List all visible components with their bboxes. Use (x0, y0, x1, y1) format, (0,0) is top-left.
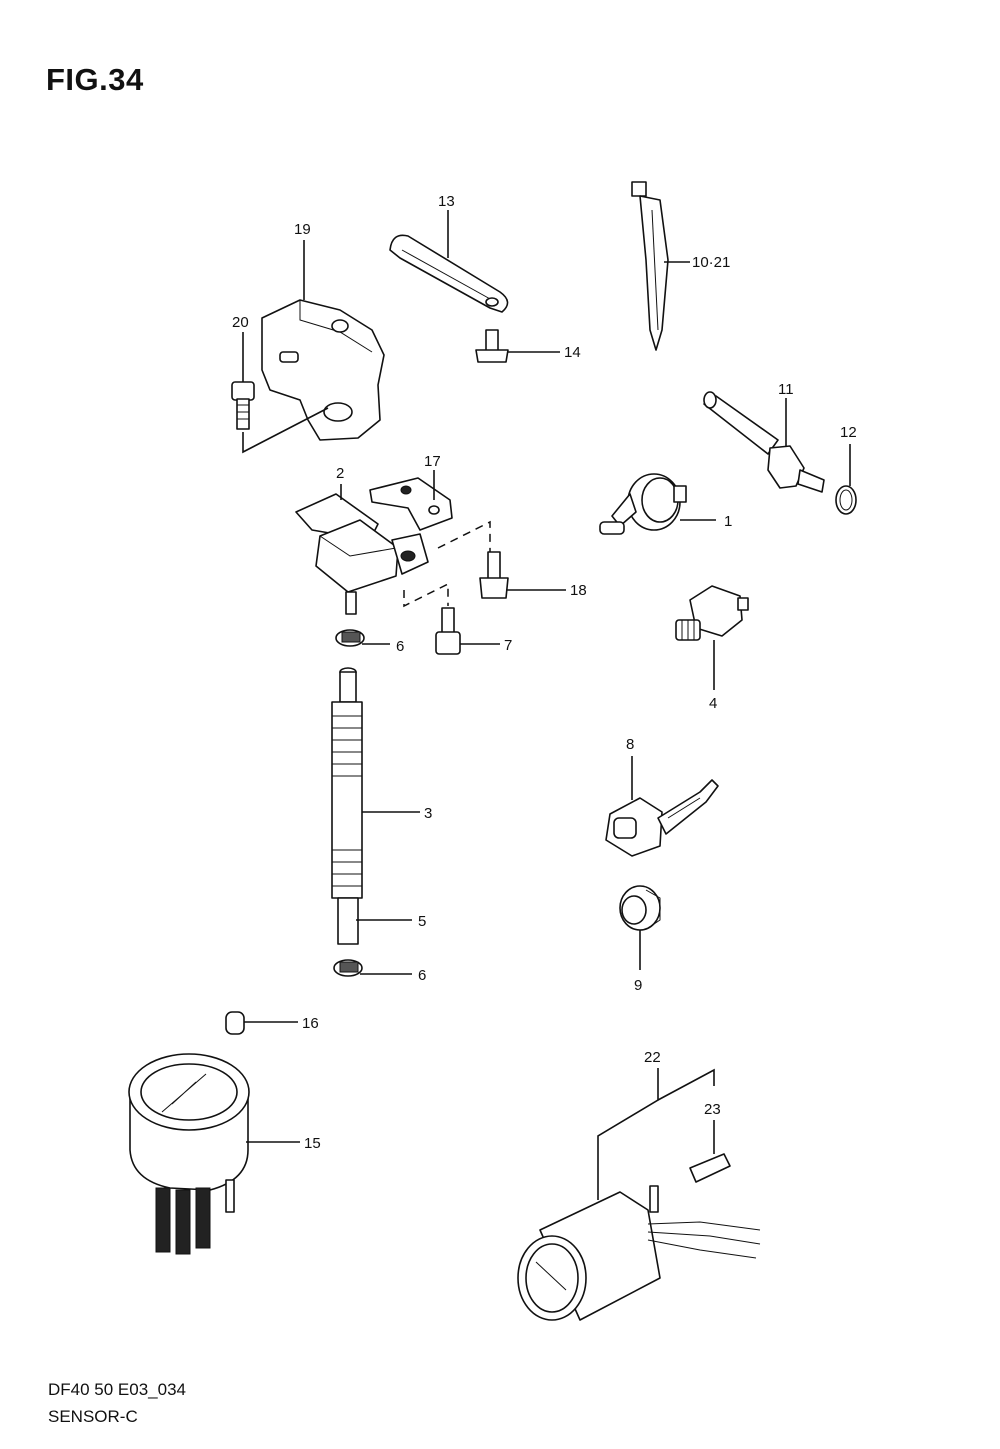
callout-7: 7 (504, 637, 512, 654)
callout-23: 23 (704, 1101, 721, 1118)
leader-20-19 (242, 407, 329, 454)
callout-22: 22 (644, 1049, 661, 1066)
part-6-clamp-upper[interactable] (335, 629, 365, 647)
figure-title: FIG.34 (46, 62, 144, 97)
callout-18: 18 (570, 582, 587, 599)
callout-9: 9 (634, 977, 642, 994)
callout-4: 4 (709, 695, 717, 712)
callout-6b: 6 (418, 967, 426, 984)
callout-6a: 6 (396, 638, 404, 655)
callout-5: 5 (418, 913, 426, 930)
callout-2: 2 (336, 465, 344, 482)
callout-17: 17 (424, 453, 441, 470)
guide-17-18 (437, 520, 491, 552)
part-9-grommet[interactable] (619, 885, 661, 931)
part-2-sensor[interactable] (295, 493, 429, 615)
part-3-hose[interactable] (331, 667, 363, 899)
callout-3: 3 (424, 805, 432, 822)
callout-20: 20 (232, 314, 249, 331)
part-1-sensor[interactable] (599, 473, 687, 535)
part-8-connector[interactable] (605, 779, 719, 857)
part-16-bulb[interactable] (225, 1011, 245, 1035)
part-11-sensor[interactable] (703, 391, 825, 493)
part-20-bolt[interactable] (231, 381, 255, 430)
part-17-bracket[interactable] (369, 477, 453, 531)
part-12-o-ring[interactable] (835, 485, 857, 515)
callout-12: 12 (840, 424, 857, 441)
callout-1: 1 (724, 513, 732, 530)
part-4-sensor[interactable] (675, 585, 749, 641)
callout-13: 13 (438, 193, 455, 210)
callout-16: 16 (302, 1015, 319, 1032)
figure-code: DF40 50 E03_034 (48, 1380, 186, 1399)
leader-22-bulb (657, 1068, 715, 1101)
callout-11: 11 (778, 381, 794, 398)
leader-22-gauge (597, 1068, 659, 1200)
part-13-strap[interactable] (389, 234, 509, 313)
figure-name: SENSOR-C (48, 1407, 138, 1426)
guide-2-7 (403, 582, 449, 608)
part-14-bolt[interactable] (475, 329, 509, 363)
part-22-gauge[interactable] (517, 1185, 761, 1321)
callout-14: 14 (564, 344, 581, 361)
part-23-bulb[interactable] (689, 1153, 731, 1183)
callout-15: 15 (304, 1135, 321, 1152)
callout-10-21: 10·21 (692, 254, 730, 271)
part-7-bolt[interactable] (435, 607, 461, 655)
callout-19: 19 (294, 221, 311, 238)
part-6-clamp-lower[interactable] (333, 959, 363, 977)
part-5-hose-end[interactable] (337, 897, 359, 945)
callout-8: 8 (626, 736, 634, 753)
part-15-gauge[interactable] (128, 1053, 250, 1255)
part-10-21-cable-tie[interactable] (631, 181, 669, 351)
part-19-bracket[interactable] (261, 299, 385, 441)
part-18-bolt[interactable] (479, 551, 509, 599)
